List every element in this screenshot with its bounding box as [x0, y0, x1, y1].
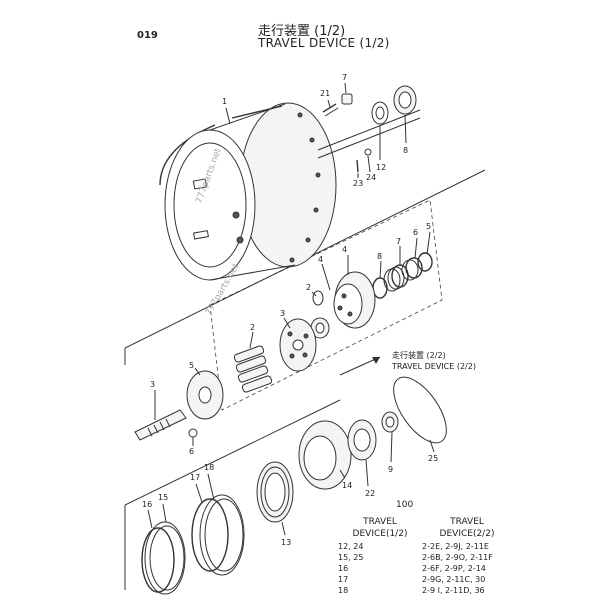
shaft-part-3 — [134, 409, 187, 441]
row-refs: 2-6B, 2-9O, 2-11F — [422, 553, 493, 562]
small-part-23 — [356, 159, 359, 173]
callout-2: 2 — [306, 283, 311, 292]
callout-16: 16 — [142, 500, 152, 509]
callouts: 1 7 21 12 8 24 23 4 5 6 7 8 4 2 3 2 5 3 … — [142, 73, 438, 547]
callout-17: 17 — [190, 473, 200, 482]
spring-part-6 — [401, 257, 423, 281]
ball-part — [188, 428, 198, 438]
row-refs: 2-9G, 2-11C, 30 — [422, 575, 486, 584]
seal-ring-part-16 — [144, 521, 186, 595]
callout-22: 22 — [365, 489, 375, 498]
seal-ring-part-18 — [199, 494, 245, 576]
ring-part-12 — [371, 101, 389, 125]
callout-3b: 3 — [150, 380, 155, 389]
callout-7: 7 — [342, 73, 347, 82]
row-parts: 17 — [338, 575, 349, 584]
callout-24: 24 — [366, 173, 376, 182]
callout-7b: 7 — [396, 237, 401, 246]
bearing-part-8 — [393, 85, 417, 115]
reference-label-english: TRAVEL DEVICE (2/2) — [391, 362, 476, 371]
table-row: 12, 24 2-2E, 2-9J, 2-11E — [338, 542, 518, 553]
snap-ring-part-5 — [417, 252, 433, 272]
row-parts: 16 — [338, 564, 349, 573]
friction-plate-part-13 — [256, 461, 294, 523]
callout-6b: 6 — [189, 447, 194, 456]
reference-label-japanese: 走行装置 (2/2) — [392, 350, 446, 360]
row-parts: 12, 24 — [338, 542, 364, 551]
cover-disk-part-25 — [393, 376, 447, 444]
seal-ring-part-17 — [191, 498, 229, 572]
row-refs: 2-6F, 2-9P, 2-14 — [422, 564, 486, 573]
callout-23: 23 — [353, 179, 363, 188]
callout-4: 4 — [318, 255, 323, 264]
table-row: 17 2-9G, 2-11C, 30 — [338, 575, 518, 586]
pistons-part-2 — [233, 345, 273, 393]
callout-9: 9 — [388, 465, 393, 474]
table-row: 15, 25 2-6B, 2-9O, 2-11F — [338, 553, 518, 564]
row-refs: 2-9 I, 2-11D, 36 — [422, 586, 485, 595]
callout-13: 13 — [281, 538, 291, 547]
cylinder-block — [333, 271, 376, 329]
callout-8b: 8 — [377, 252, 382, 261]
row-refs: 2-2E, 2-9J, 2-11E — [422, 542, 489, 551]
callout-5b: 5 — [189, 361, 194, 370]
table-row: 18 2-9 I, 2-11D, 36 — [338, 586, 518, 597]
bush-part — [310, 317, 330, 339]
callout-3: 3 — [280, 309, 285, 318]
valve-plate-part-3 — [279, 318, 317, 372]
row-parts: 15, 25 — [338, 553, 364, 562]
ball-part-2 — [312, 290, 324, 306]
table-row: 16 2-6F, 2-9P, 2-14 — [338, 564, 518, 575]
page-title-japanese: 走行装置 (1/2) — [258, 24, 346, 39]
reference-arrow — [339, 356, 381, 376]
screw-part-21 — [322, 103, 339, 117]
panel-line — [124, 399, 341, 506]
swash-plate-part-5 — [186, 370, 224, 420]
seal-ring-part-15 — [141, 527, 175, 593]
bearing-part-22 — [347, 419, 377, 461]
reference-table-group-number: 100 — [396, 500, 414, 510]
page-title-english: TRAVEL DEVICE (1/2) — [258, 36, 390, 50]
callout-25: 25 — [428, 454, 438, 463]
seal-part-9 — [381, 411, 399, 433]
callout-1: 1 — [222, 97, 227, 106]
travel-motor-housing — [159, 102, 421, 281]
callout-14: 14 — [342, 481, 352, 490]
small-part-24 — [364, 148, 372, 156]
callout-6: 6 — [413, 228, 418, 237]
plug-part-7 — [341, 93, 353, 105]
ring-gear-part-14 — [298, 420, 352, 490]
row-parts: 18 — [338, 586, 349, 595]
callout-c4-ring: 4 — [342, 245, 347, 254]
callout-5: 5 — [426, 222, 431, 231]
group-box-4 — [209, 199, 443, 411]
page-number: 019 — [137, 30, 158, 41]
callout-12: 12 — [376, 163, 386, 172]
callout-15: 15 — [158, 493, 168, 502]
callout-21: 21 — [320, 89, 330, 98]
callout-8: 8 — [403, 146, 408, 155]
callout-18: 18 — [204, 463, 214, 472]
callout-2b: 2 — [250, 323, 255, 332]
reference-table-rows: 12, 24 2-2E, 2-9J, 2-11E 15, 25 2-6B, 2-9O… — [338, 542, 518, 597]
